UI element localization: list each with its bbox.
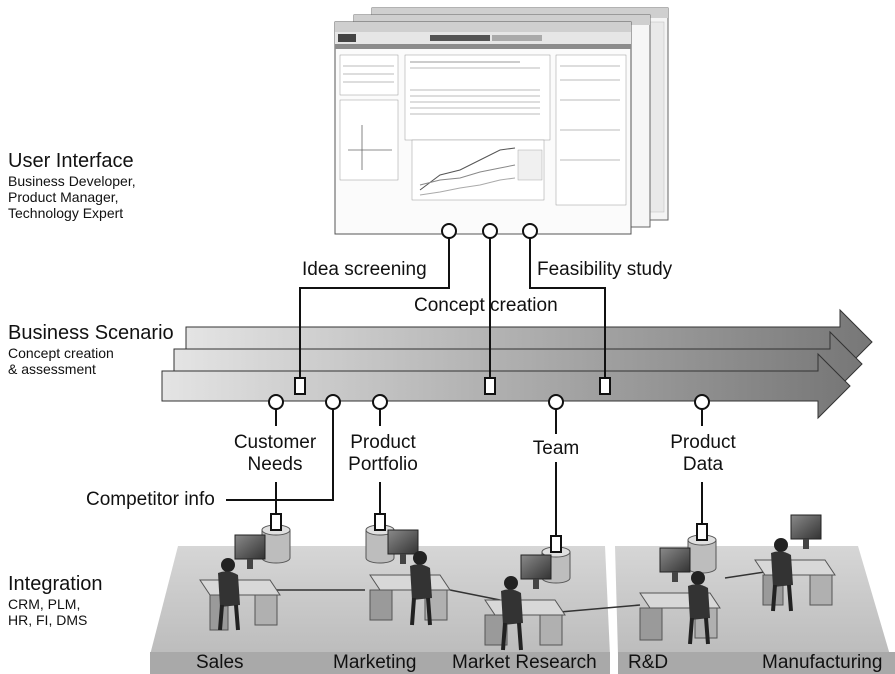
database-icon <box>261 513 291 564</box>
platform-sales <box>150 546 345 655</box>
business-scenario-label: Business Scenario Concept creation & ass… <box>8 322 174 377</box>
integration-line-1: CRM, PLM, <box>8 596 81 612</box>
department-market-research: Market Research <box>452 652 597 673</box>
scenario-plugs <box>294 377 611 395</box>
workstations <box>199 514 836 651</box>
data-connector-circles <box>268 394 710 410</box>
integration-label: Integration CRM, PLM, HR, FI, DMS <box>8 573 103 628</box>
integration-title: Integration <box>8 573 103 595</box>
customer-needs-label: Customer Needs <box>230 432 320 476</box>
product-portfolio-label: Product Portfolio <box>338 432 428 476</box>
product-portfolio-line-1: Product <box>350 432 416 453</box>
product-data-line-1: Product <box>670 432 736 453</box>
department-sales: Sales <box>196 652 244 673</box>
workstation-icon <box>754 514 836 612</box>
business-scenario-line-2: & assessment <box>8 361 96 378</box>
workstation-icon <box>484 554 566 651</box>
database-icon <box>687 523 717 574</box>
department-manufacturing: Manufacturing <box>762 652 883 673</box>
feasibility-study-label: Feasibility study <box>537 259 673 280</box>
ui-screenshot-stack <box>334 7 669 235</box>
product-data-line-2: Data <box>682 453 724 475</box>
data-connectors <box>226 408 703 538</box>
business-scenario-title: Business Scenario <box>8 322 174 344</box>
workstation-icon <box>199 534 281 631</box>
user-interface-title: User Interface <box>8 150 134 172</box>
workstation-icon <box>639 547 721 645</box>
department-rnd: R&D <box>628 652 669 673</box>
product-data-label: Product Data <box>658 432 748 476</box>
workstation-icon <box>369 529 451 626</box>
ui-connector-circles <box>441 223 538 239</box>
customer-needs-line-1: Customer <box>233 432 317 453</box>
integration-line-2: HR, FI, DMS <box>8 612 88 629</box>
user-interface-line-3: Technology Expert <box>8 205 124 222</box>
competitor-info-label: Competitor info <box>86 489 215 510</box>
idea-screening-label: Idea screening <box>302 259 427 280</box>
product-portfolio-line-2: Portfolio <box>348 453 418 475</box>
department-marketing: Marketing <box>333 652 417 673</box>
customer-needs-line-2: Needs <box>247 453 303 475</box>
ui-connectors <box>299 237 606 380</box>
user-interface-line-1: Business Developer, <box>8 173 136 189</box>
concept-creation-label: Concept creation <box>414 295 558 316</box>
user-interface-line-2: Product Manager, <box>8 189 119 206</box>
business-scenario-line-1: Concept creation <box>8 345 114 361</box>
user-interface-label: User Interface Business Developer, Produ… <box>8 150 136 221</box>
team-label: Team <box>532 438 580 459</box>
